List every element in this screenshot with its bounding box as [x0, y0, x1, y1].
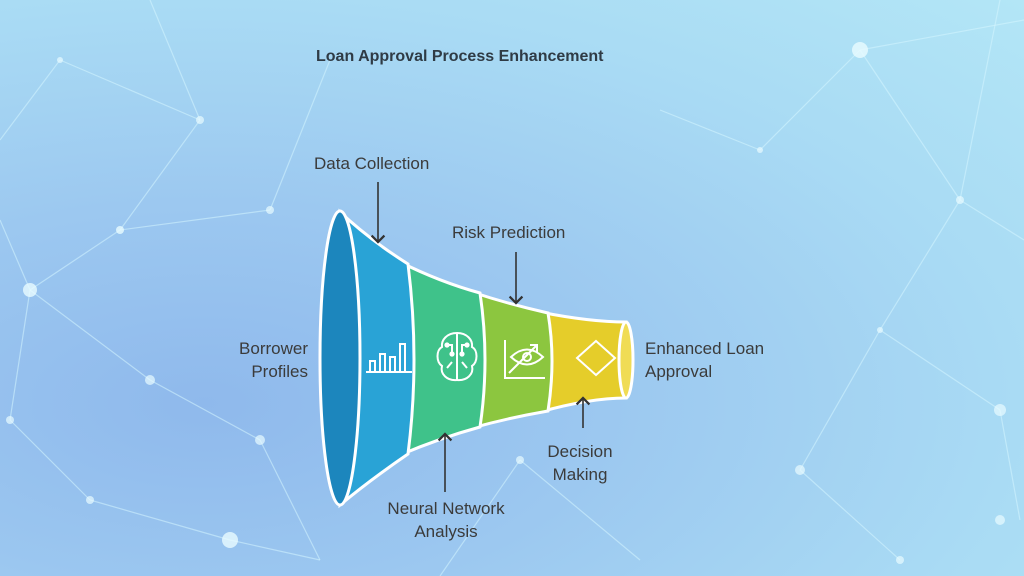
funnel-mouth: [318, 209, 362, 507]
funnel-outlet: [617, 320, 635, 400]
eye-chart-icon: [504, 340, 545, 379]
label-data-collection: Data Collection: [314, 154, 430, 173]
label-neural-network-analysis: Neural Network Analysis: [387, 499, 505, 541]
diamond-icon: [575, 339, 617, 377]
label-decision-making: Decision Making: [547, 442, 613, 484]
diagram-title: Loan Approval Process Enhancement: [316, 48, 604, 65]
brain-circuit-icon: [436, 331, 478, 382]
label-enhanced-loan-approval: Enhanced Loan Approval: [645, 339, 765, 381]
bar-chart-icon: [366, 343, 412, 373]
label-risk-prediction: Risk Prediction: [452, 223, 566, 242]
label-borrower-profiles: Borrower Profiles: [239, 339, 308, 381]
